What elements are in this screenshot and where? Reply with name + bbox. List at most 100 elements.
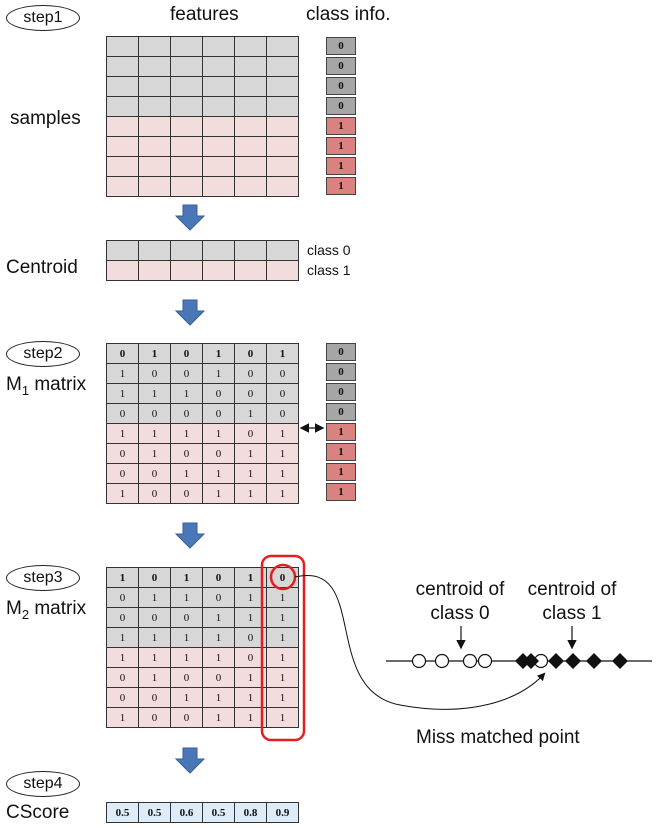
m2-cell: 0 (139, 688, 171, 708)
sample-cell (171, 37, 203, 57)
m2-cell: 1 (235, 668, 267, 688)
m1-cell: 0 (171, 364, 203, 384)
m2-cell: 1 (267, 628, 299, 648)
sample-cell (203, 157, 235, 177)
m1-cell: 1 (139, 384, 171, 404)
sample-cell (139, 37, 171, 57)
centroid-cell (171, 261, 203, 281)
class-info-cell: 1 (326, 483, 356, 501)
m1-cell: 0 (235, 424, 267, 444)
sample-cell (203, 77, 235, 97)
m2-cell: 1 (203, 648, 235, 668)
m1-cell: 1 (107, 364, 139, 384)
sample-cell (139, 157, 171, 177)
m2-cell: 1 (203, 608, 235, 628)
m1-cell: 1 (203, 464, 235, 484)
class-info-cell: 0 (326, 383, 356, 401)
m2-cell: 1 (267, 688, 299, 708)
sample-cell (107, 77, 139, 97)
class-info-cell: 0 (326, 403, 356, 421)
sample-cell (203, 177, 235, 197)
m2-cell: 1 (107, 648, 139, 668)
m2-cell: 1 (267, 648, 299, 668)
step1-badge: step1 (6, 5, 80, 31)
sample-cell (203, 97, 235, 117)
samples-grid (106, 36, 299, 197)
m1-cell: 0 (107, 344, 139, 364)
mismatch-curve (294, 574, 546, 710)
m2-cell: 1 (235, 568, 267, 588)
cscore-cell: 0.8 (235, 803, 267, 823)
class-info-cell: 0 (326, 77, 356, 95)
m1-cell: 1 (139, 444, 171, 464)
m1-cell: 0 (267, 404, 299, 424)
m2-cell: 0 (235, 648, 267, 668)
class-info-cell: 0 (326, 97, 356, 115)
m1-cell: 1 (203, 344, 235, 364)
sample-cell (107, 177, 139, 197)
centroid-cell (171, 241, 203, 261)
sample-cell (235, 57, 267, 77)
sample-cell (203, 137, 235, 157)
m2-cell: 0 (107, 688, 139, 708)
sample-cell (267, 77, 299, 97)
m1-cell: 0 (203, 404, 235, 424)
class0-point (477, 653, 493, 669)
sample-cell (171, 97, 203, 117)
centroid-cell (267, 261, 299, 281)
m2-cell: 0 (267, 568, 299, 588)
class-info-cell: 1 (326, 443, 356, 461)
m1-cell: 1 (267, 444, 299, 464)
step3-badge: step3 (6, 565, 80, 591)
class-info-cell: 1 (326, 137, 356, 155)
class-info-cell: 0 (326, 363, 356, 381)
cscore-cell: 0.5 (203, 803, 235, 823)
sample-cell (107, 157, 139, 177)
sample-cell (107, 97, 139, 117)
sample-cell (235, 177, 267, 197)
m2-matrix-label: M2 matrix (6, 598, 87, 622)
m1-cell: 0 (107, 404, 139, 424)
m2-cell: 0 (203, 568, 235, 588)
down-arrow-2 (174, 299, 206, 326)
m1-cell: 0 (235, 344, 267, 364)
sample-cell (171, 117, 203, 137)
class1-point (612, 653, 628, 669)
sample-cell (139, 77, 171, 97)
sample-cell (203, 117, 235, 137)
m2-cell: 1 (171, 688, 203, 708)
class-info-header: class info. (306, 4, 391, 25)
m1-cell: 0 (139, 404, 171, 424)
sample-cell (107, 117, 139, 137)
sample-cell (267, 37, 299, 57)
sample-cell (171, 77, 203, 97)
sample-cell (107, 137, 139, 157)
centroid-cell (235, 261, 267, 281)
centroid-cell (203, 241, 235, 261)
m2-cell: 1 (203, 708, 235, 728)
m2-cell: 0 (235, 628, 267, 648)
m1-cell: 0 (171, 344, 203, 364)
m1-cell: 0 (203, 444, 235, 464)
sample-cell (267, 177, 299, 197)
m1-cell: 0 (139, 364, 171, 384)
highlight-circle (269, 563, 297, 591)
m1-cell: 1 (139, 424, 171, 444)
m1-cell: 1 (267, 484, 299, 504)
m2-cell: 1 (267, 588, 299, 608)
centroid-cell (139, 261, 171, 281)
cscore-cell: 0.5 (107, 803, 139, 823)
sample-cell (267, 137, 299, 157)
m1-cell: 1 (139, 344, 171, 364)
step2-badge: step2 (6, 341, 80, 367)
sample-cell (235, 37, 267, 57)
cscore-cell: 0.5 (139, 803, 171, 823)
m1-cell: 0 (267, 384, 299, 404)
m1-cell: 0 (107, 464, 139, 484)
